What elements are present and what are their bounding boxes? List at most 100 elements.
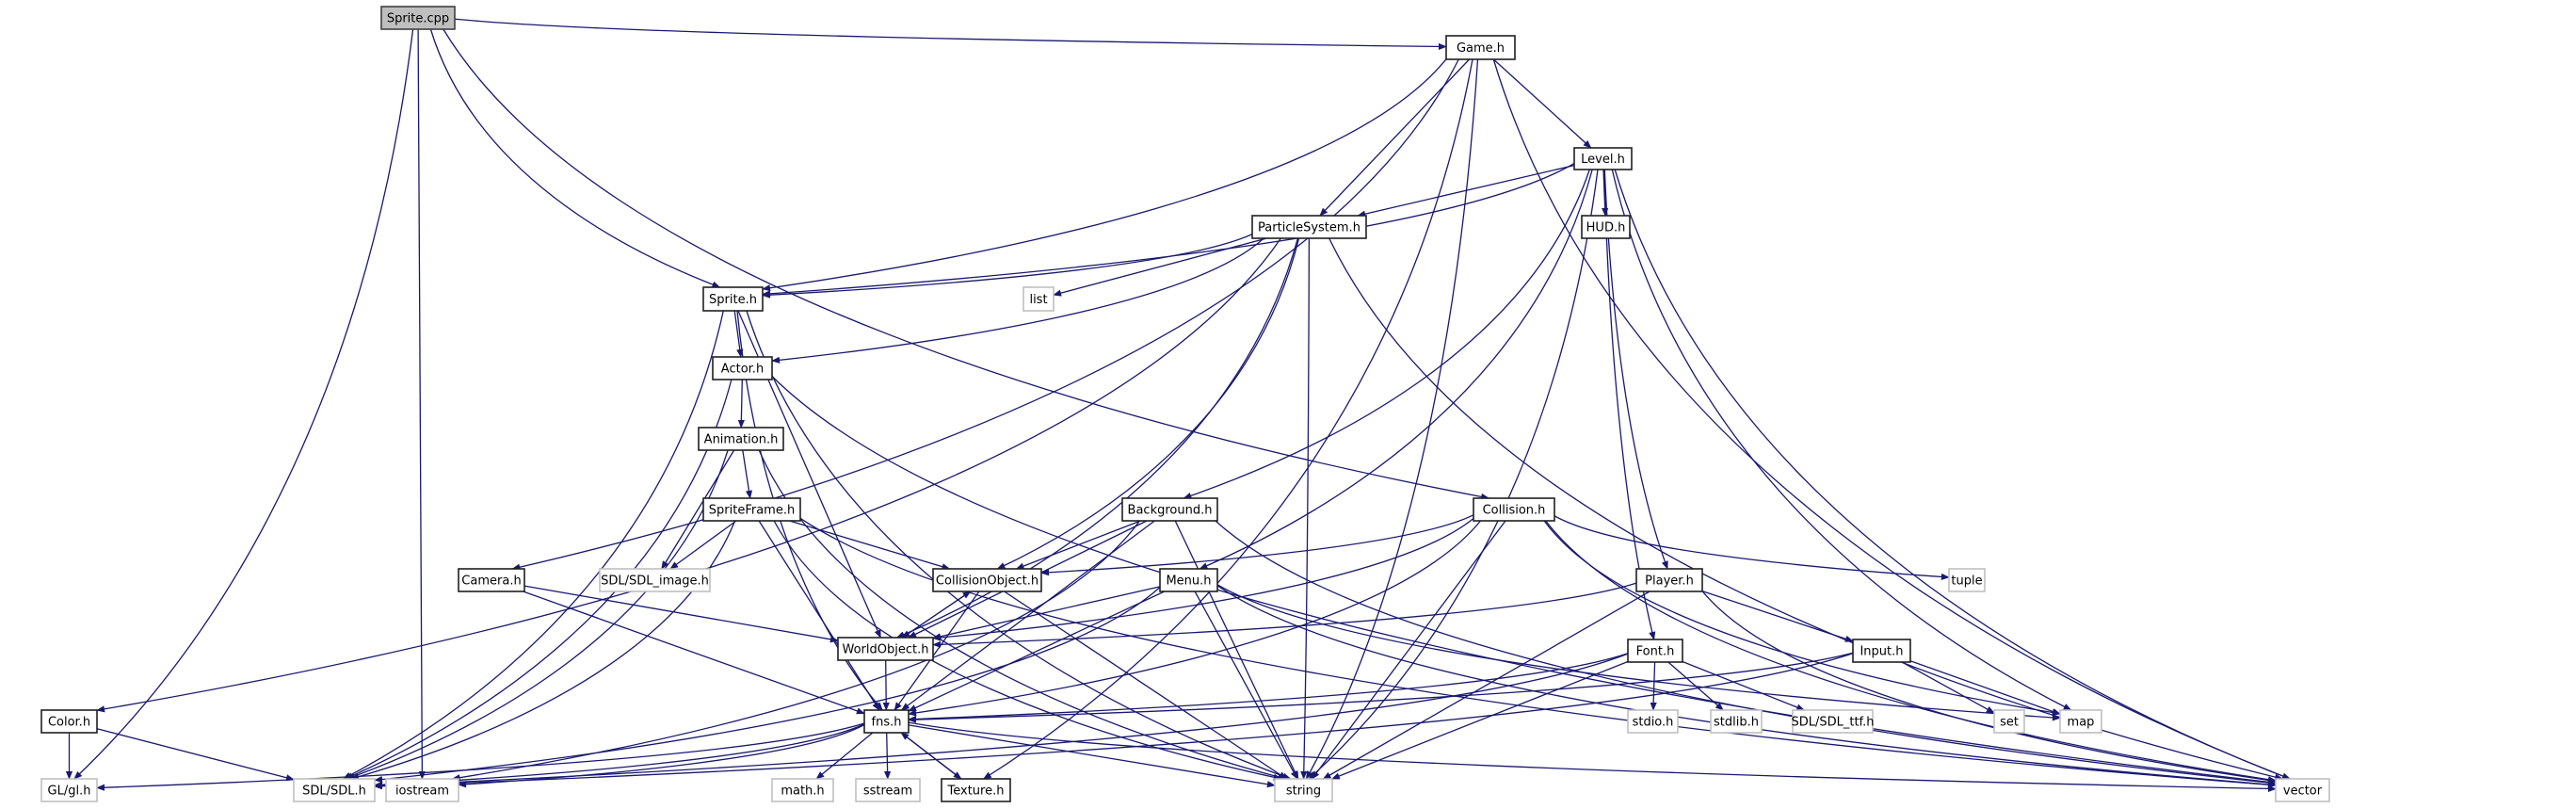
node-fns-h[interactable]: fns.h: [863, 709, 910, 734]
edge-level_h-to-map: [1611, 169, 2072, 711]
edge-color_h-to-sdl_h: [96, 728, 295, 782]
node-label: map: [2068, 716, 2095, 730]
node-box: [1627, 639, 1683, 663]
edge-menu_h-to-worldobject_h: [932, 586, 1161, 640]
node-label: tuple: [1951, 574, 1982, 589]
node-label: vector: [2283, 785, 2323, 799]
edge-input_h-to-set: [1901, 661, 1995, 714]
node-label: math.h: [781, 785, 824, 799]
node-box: [1121, 497, 1218, 522]
edge-actor_h-to-vector: [771, 376, 2277, 785]
node-box: [863, 709, 910, 734]
node-label: stdio.h: [1633, 716, 1674, 730]
node-spriteframe-h[interactable]: SpriteFrame.h: [702, 497, 801, 522]
node-box: [1993, 709, 2025, 734]
node-box: [1581, 215, 1631, 239]
edge-animation_h-to-string: [758, 449, 1287, 781]
node-label: Actor.h: [721, 363, 764, 377]
edge-actor_h-to-sdl_h: [344, 379, 733, 780]
node-sprite-cpp[interactable]: Sprite.cpp: [380, 6, 456, 30]
node-label: Level.h: [1581, 153, 1625, 167]
edge-actor_h-to-animation_h: [737, 379, 745, 429]
edge-sprite_h-to-fns_h: [736, 310, 883, 711]
node-label: string: [1286, 785, 1321, 799]
node-level-h[interactable]: Level.h: [1573, 147, 1633, 170]
node-actor-h[interactable]: Actor.h: [712, 356, 773, 380]
edge-input_h-to-map: [1909, 660, 2061, 715]
edge-player_h-to-string: [1322, 591, 1650, 780]
edge-level_h-to-particlesystem_h: [1357, 164, 1575, 218]
node-label: ParticleSystem.h: [1258, 221, 1360, 235]
node-font-h[interactable]: Font.h: [1627, 639, 1683, 663]
node-label: list: [1029, 293, 1047, 307]
node-label: Player.h: [1645, 574, 1694, 589]
edge-spriteframe_h-to-vector: [799, 517, 2277, 788]
node-vector: vector: [2275, 778, 2330, 802]
edge-level_h-to-string: [1308, 169, 1599, 780]
node-box: [855, 778, 921, 802]
node-background-h[interactable]: Background.h: [1121, 497, 1218, 522]
node-map: map: [2059, 709, 2102, 734]
edge-spriteframe_h-to-fns_h: [758, 520, 880, 711]
node-sstream: sstream: [855, 778, 921, 802]
edge-camera_h-to-worldobject_h: [523, 585, 839, 643]
node-box: [599, 568, 711, 592]
edge-game_h-to-texture_h: [982, 58, 1473, 780]
edge-collision_h-to-fns_h: [908, 520, 1482, 717]
node-set: set: [1993, 709, 2025, 734]
node-box: [1445, 35, 1516, 60]
node-worldobject-h[interactable]: WorldObject.h: [837, 637, 934, 661]
node-particlesystem-h[interactable]: ParticleSystem.h: [1251, 215, 1367, 239]
node-collision-h[interactable]: Collision.h: [1473, 497, 1555, 522]
node-input-h[interactable]: Input.h: [1852, 639, 1911, 663]
edge-sprite_cpp-to-gl_h: [73, 28, 414, 780]
node-label: Game.h: [1457, 41, 1505, 56]
edge-menu_h-to-string: [1194, 591, 1298, 780]
node-animation-h[interactable]: Animation.h: [698, 427, 784, 451]
edge-game_h-to-sprite_h: [762, 58, 1447, 292]
edge-collision_h-to-worldobject_h: [932, 517, 1474, 641]
node-iostream: iostream: [385, 778, 459, 802]
node-box: [1635, 568, 1703, 592]
node-box: [702, 286, 764, 312]
node-label: SDL/SDL_ttf.h: [1791, 716, 1874, 730]
node-label: Collision.h: [1483, 504, 1546, 518]
node-label: HUD.h: [1586, 221, 1626, 235]
node-math-h: math.h: [771, 778, 834, 802]
node-box: [932, 568, 1042, 592]
node-player-h[interactable]: Player.h: [1635, 568, 1703, 592]
edge-camera_h-to-fns_h: [523, 591, 865, 715]
node-color-h[interactable]: Color.h: [40, 709, 98, 734]
node-box: [1274, 778, 1333, 802]
edge-fns_h-to-string: [908, 724, 1276, 788]
node-collisionobject-h[interactable]: CollisionObject.h: [932, 568, 1042, 592]
node-string: string: [1274, 778, 1333, 802]
node-label: GL/gl.h: [48, 785, 91, 799]
edge-fns_h-to-iostream: [458, 723, 865, 788]
edge-particlesystem_h-to-collisionobject_h: [996, 237, 1300, 570]
edge-fns_h-to-gl_h: [96, 722, 865, 791]
node-camera-h[interactable]: Camera.h: [458, 568, 525, 592]
edge-fns_h-to-math_h: [815, 732, 874, 780]
edge-sprite_cpp-to-sprite_h: [429, 28, 721, 288]
node-box: [1473, 497, 1555, 522]
edge-collision_h-to-string: [1311, 520, 1506, 780]
node-box: [941, 778, 1011, 802]
edge-sprite_h-to-actor_h: [733, 310, 744, 358]
node-label: iostream: [395, 785, 449, 799]
edge-font_h-to-stdlib_h: [1667, 661, 1724, 711]
node-box: [702, 497, 801, 522]
node-menu-h[interactable]: Menu.h: [1159, 568, 1218, 592]
edge-layer: [65, 18, 2292, 793]
node-game-h[interactable]: Game.h: [1445, 35, 1516, 60]
edge-input_h-to-sdl_h: [374, 653, 1854, 790]
node-texture-h[interactable]: Texture.h: [941, 778, 1011, 802]
node-hud-h[interactable]: HUD.h: [1581, 215, 1631, 239]
edge-worldobject_h-to-collisionobject_h: [901, 591, 972, 639]
edge-menu_h-to-fns_h: [908, 591, 1166, 712]
edge-input_h-to-fns_h: [908, 652, 1854, 723]
node-label: Camera.h: [461, 574, 521, 589]
node-sprite-h[interactable]: Sprite.h: [702, 286, 764, 312]
edge-particlesystem_h-to-actor_h: [771, 237, 1264, 364]
